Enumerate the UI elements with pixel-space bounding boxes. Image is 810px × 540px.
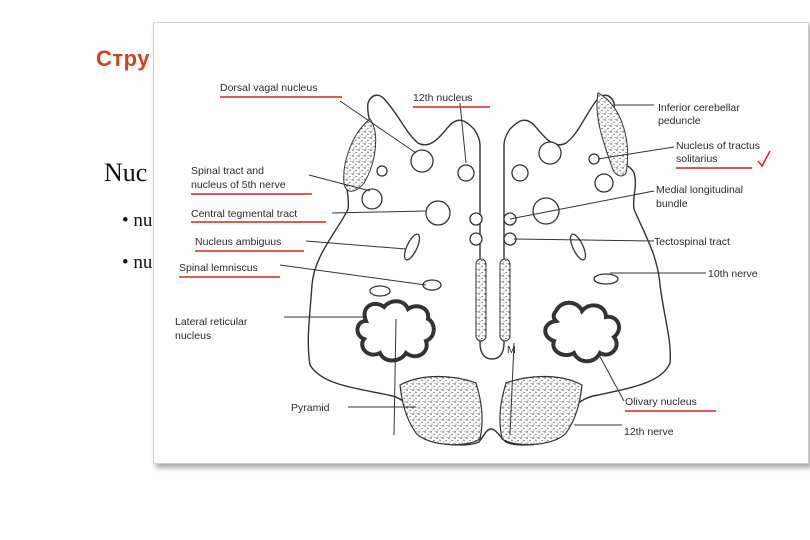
tractus-solitarius-right	[588, 153, 600, 165]
label-midline-m: M	[507, 344, 516, 356]
label-spinal-tract-line1: Spinal tract and	[191, 165, 264, 177]
label-lateral-reticular-line2: nucleus	[175, 330, 211, 342]
hypoglossal-nucleus-left	[457, 164, 475, 182]
spinal-tract-region	[343, 118, 377, 192]
label-nucleus-ambiguus: Nucleus ambiguus	[195, 236, 281, 248]
label-mlf-line1: Medial longitudinal	[656, 184, 743, 196]
label-lateral-reticular-line1: Lateral reticular	[175, 316, 248, 328]
tractus-solitarius-left	[376, 165, 388, 177]
central-tegmental-left	[425, 200, 451, 226]
medulla-diagram-figure: Dorsal vagal nucleus 12th nucleus Spinal…	[153, 22, 809, 464]
label-tractus-solitarius-line1: Nucleus of tractus	[676, 140, 760, 152]
nucleus-ambiguus-right	[569, 233, 587, 261]
lateral-reticular-left	[369, 285, 391, 297]
olivary-nucleus-left	[355, 299, 436, 363]
olivary-nucleus-right	[543, 300, 622, 364]
dorsal-vagal-nucleus-circle	[410, 149, 434, 173]
label-olivary-nucleus: Olivary nucleus	[625, 396, 697, 408]
label-dorsal-vagal-nucleus: Dorsal vagal nucleus	[220, 82, 317, 94]
central-tegmental-right	[532, 197, 560, 225]
red-underlines	[179, 96, 752, 412]
bullet-item-1: • nu	[122, 210, 153, 231]
label-icp-line2: peduncle	[658, 115, 701, 127]
lateral-reticular-right	[593, 273, 619, 285]
red-check-mark-icon	[757, 150, 771, 168]
label-12th-nerve: 12th nerve	[624, 426, 674, 438]
label-spinal-tract-line2: nucleus of 5th nerve	[191, 179, 286, 191]
label-tectospinal-tract: Tectospinal tract	[654, 236, 730, 248]
spinal-nucleus-5th-right	[594, 173, 614, 193]
medial-lemniscus-left	[475, 258, 487, 342]
slide-title: Стру	[96, 46, 151, 71]
body-text: Nuc	[104, 158, 148, 187]
label-10th-nerve: 10th nerve	[708, 268, 758, 280]
mlf-left	[469, 212, 483, 226]
hypoglossal-nucleus-right	[511, 164, 529, 182]
dorsal-vagal-right	[538, 141, 562, 165]
label-central-tegmental-tract: Central tegmental tract	[191, 208, 297, 220]
nucleus-ambiguus-left	[403, 233, 421, 261]
medial-lemniscus-right	[499, 258, 511, 342]
label-tractus-solitarius-line2: solitarius	[676, 153, 717, 165]
label-icp-line1: Inferior cerebellar	[658, 102, 740, 114]
medulla-diagram: Dorsal vagal nucleus 12th nucleus Spinal…	[175, 82, 771, 446]
label-spinal-lemniscus: Spinal lemniscus	[179, 262, 258, 274]
spinal-nucleus-5th	[361, 188, 383, 210]
pyramid-right	[499, 375, 583, 446]
label-pyramid: Pyramid	[291, 402, 330, 414]
label-mlf-line2: bundle	[656, 198, 688, 210]
label-12th-nucleus: 12th nucleus	[413, 92, 473, 104]
bullet-item-2: • nu	[122, 252, 153, 273]
tectospinal-left	[469, 232, 483, 246]
pyramid-left	[399, 375, 483, 446]
